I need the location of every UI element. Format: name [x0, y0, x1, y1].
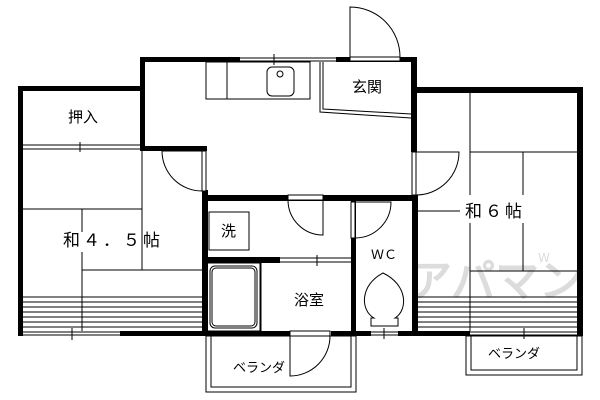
watermark-text: アパマン: [408, 256, 583, 307]
watermark: アパマン W: [408, 251, 583, 307]
bathroom-label: 浴室: [294, 291, 324, 309]
entrance-label: 玄関: [352, 78, 382, 96]
room-4-5-door: [161, 150, 207, 192]
wc-door: [350, 201, 392, 239]
front-door: [349, 6, 401, 62]
washer-label: 洗: [221, 222, 236, 240]
watermark-suffix: W: [538, 251, 550, 265]
closet-label: 押入: [68, 108, 98, 126]
veranda-right-label: ベランダ: [488, 347, 540, 362]
japanese-room-6-label: 和６帖: [465, 202, 525, 222]
toilet-label: ＷＣ: [371, 248, 397, 263]
thin-details: [23, 54, 583, 393]
japanese-room-4-5-label: 和４．５帖: [63, 231, 163, 251]
wash-room-door: [287, 194, 324, 236]
veranda-door: [289, 330, 331, 377]
room-labels: 押入 玄関 和４．５帖 和６帖 洗 浴室 ＷＣ ベランダ ベランダ: [63, 78, 540, 376]
veranda-left-label: ベランダ: [233, 361, 285, 376]
room-6-door: [411, 151, 460, 196]
doors: [161, 6, 460, 377]
